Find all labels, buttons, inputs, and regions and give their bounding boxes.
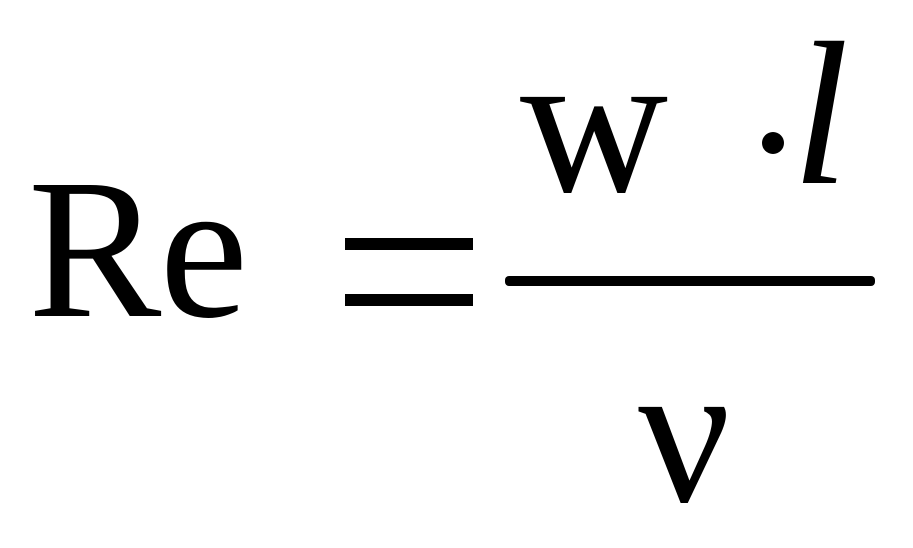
fraction-denominator: ν <box>638 319 731 546</box>
numerator-velocity: w <box>520 9 669 236</box>
fraction-bar <box>505 276 875 286</box>
numerator-length: l <box>792 1 849 228</box>
multiplication-dot <box>762 132 784 154</box>
equals-sign <box>345 238 473 308</box>
equals-bar-bottom <box>345 294 473 306</box>
formula-lhs: Re <box>28 139 248 360</box>
equals-bar-top <box>345 238 473 250</box>
fraction-numerator: w l <box>520 12 880 225</box>
